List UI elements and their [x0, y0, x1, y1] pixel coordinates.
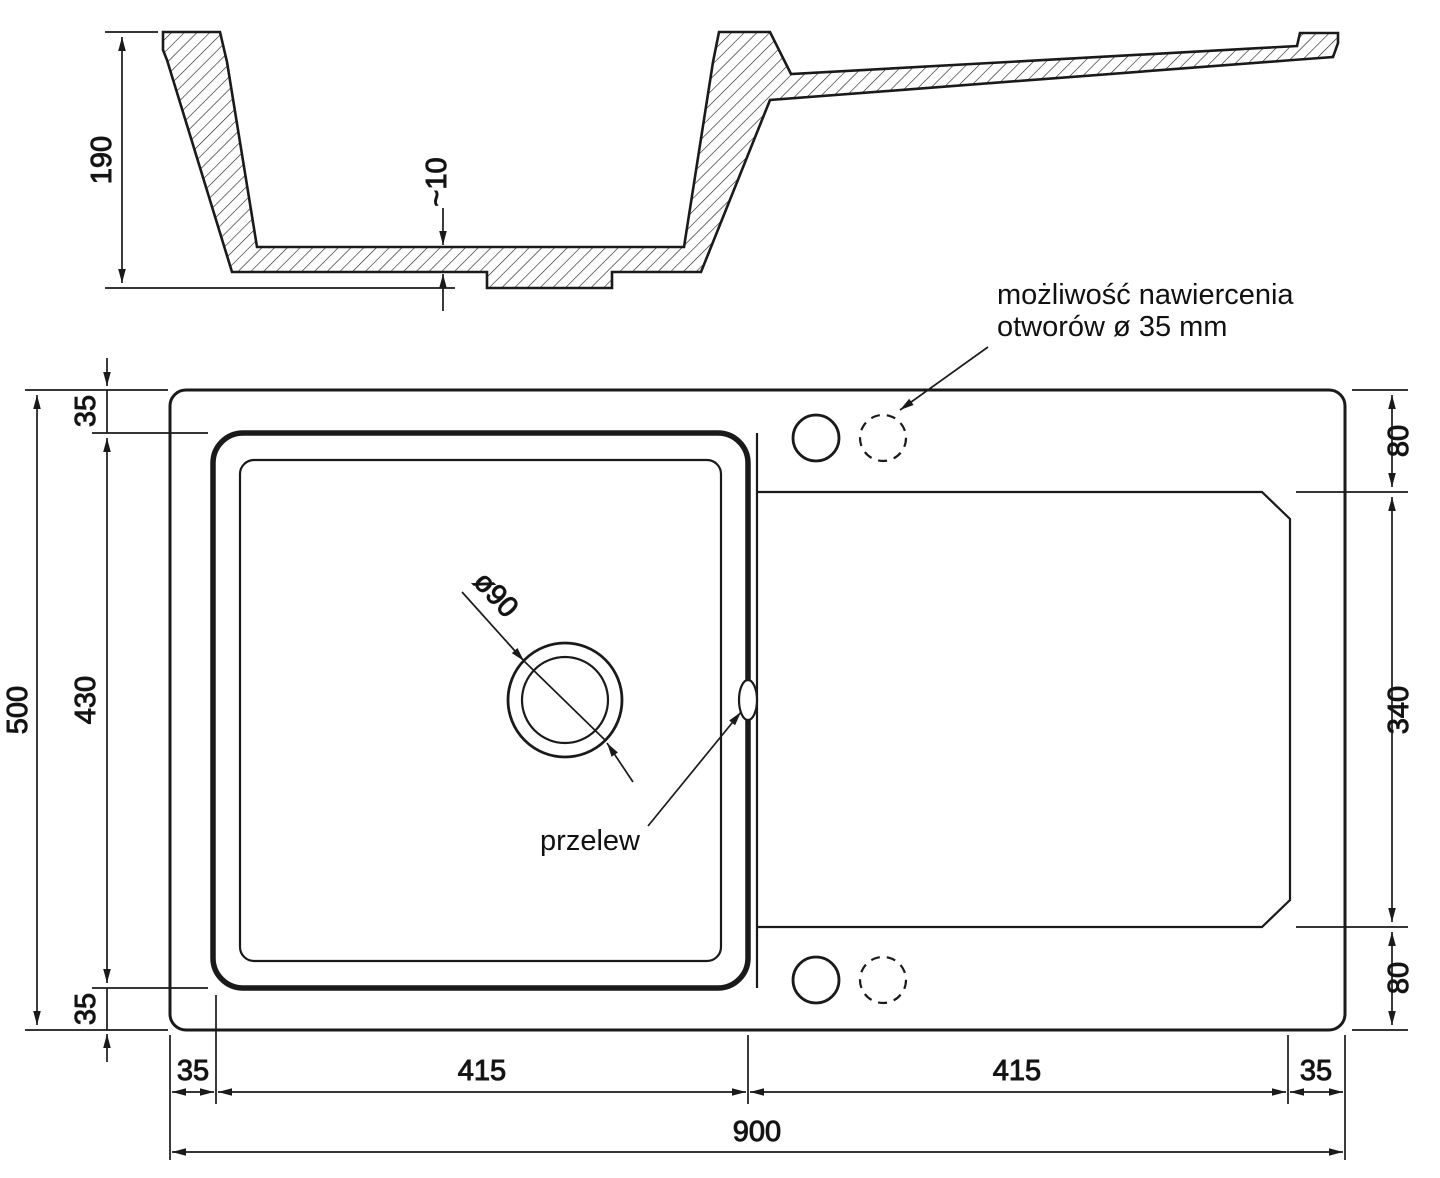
overflow-slot: [737, 678, 759, 722]
basin-outer-edge: [210, 430, 751, 991]
dim-bottom-right-margin-label: 35: [1300, 1055, 1332, 1087]
drill-note-line1: możliwość nawiercenia: [997, 279, 1294, 311]
basin-inner-edge: [238, 458, 723, 963]
drain-diameter-callout: [461, 591, 634, 783]
dim-left-top-margin-label: 35: [70, 395, 102, 427]
drill-note-leader-line: [899, 346, 989, 411]
dim-drainer-width-label: 415: [993, 1055, 1041, 1087]
dim-bottom-left-margin-label: 35: [177, 1055, 209, 1087]
cross-section-view: 190 ~10: [86, 30, 1340, 311]
overflow-leader-line: [647, 711, 742, 827]
dims-right: [1296, 389, 1408, 1031]
dim-basin-height-label: 430: [70, 676, 102, 724]
sink-outer-edge: [168, 388, 1347, 1032]
dim-right-bottom-label: 80: [1383, 962, 1415, 994]
drainboard-surface: [757, 490, 1292, 929]
overflow-label: przelew: [540, 825, 641, 857]
dim-section-depth: [105, 31, 455, 289]
dim-total-width-label: 900: [733, 1116, 781, 1148]
drill-note-line2: otworów ø 35 mm: [997, 311, 1227, 343]
plan-view: ø90 500 35 430 35: [2, 346, 1416, 1160]
dim-bottom-thickness-label: ~10: [421, 157, 453, 206]
drain-inner-circle: [520, 655, 610, 745]
dims-left: [25, 358, 208, 1062]
dim-drainer-height-label: 340: [1383, 686, 1415, 734]
faucet-hole-top-optional: [858, 413, 908, 463]
dim-total-height-label: 500: [2, 686, 34, 734]
dim-left-bottom-margin-label: 35: [70, 993, 102, 1025]
dims-bottom: [169, 995, 1346, 1160]
faucet-hole-bottom-optional: [858, 955, 908, 1005]
dim-right-top-label: 80: [1383, 425, 1415, 457]
faucet-hole-top: [791, 413, 841, 463]
dim-section-depth-label: 190: [86, 136, 118, 184]
drain-outer-circle: [506, 641, 624, 759]
drain-diameter-label: ø90: [467, 566, 524, 624]
section-material-outline: [161, 30, 1340, 290]
faucet-hole-bottom: [791, 955, 841, 1005]
dim-basin-width-label: 415: [458, 1055, 506, 1087]
